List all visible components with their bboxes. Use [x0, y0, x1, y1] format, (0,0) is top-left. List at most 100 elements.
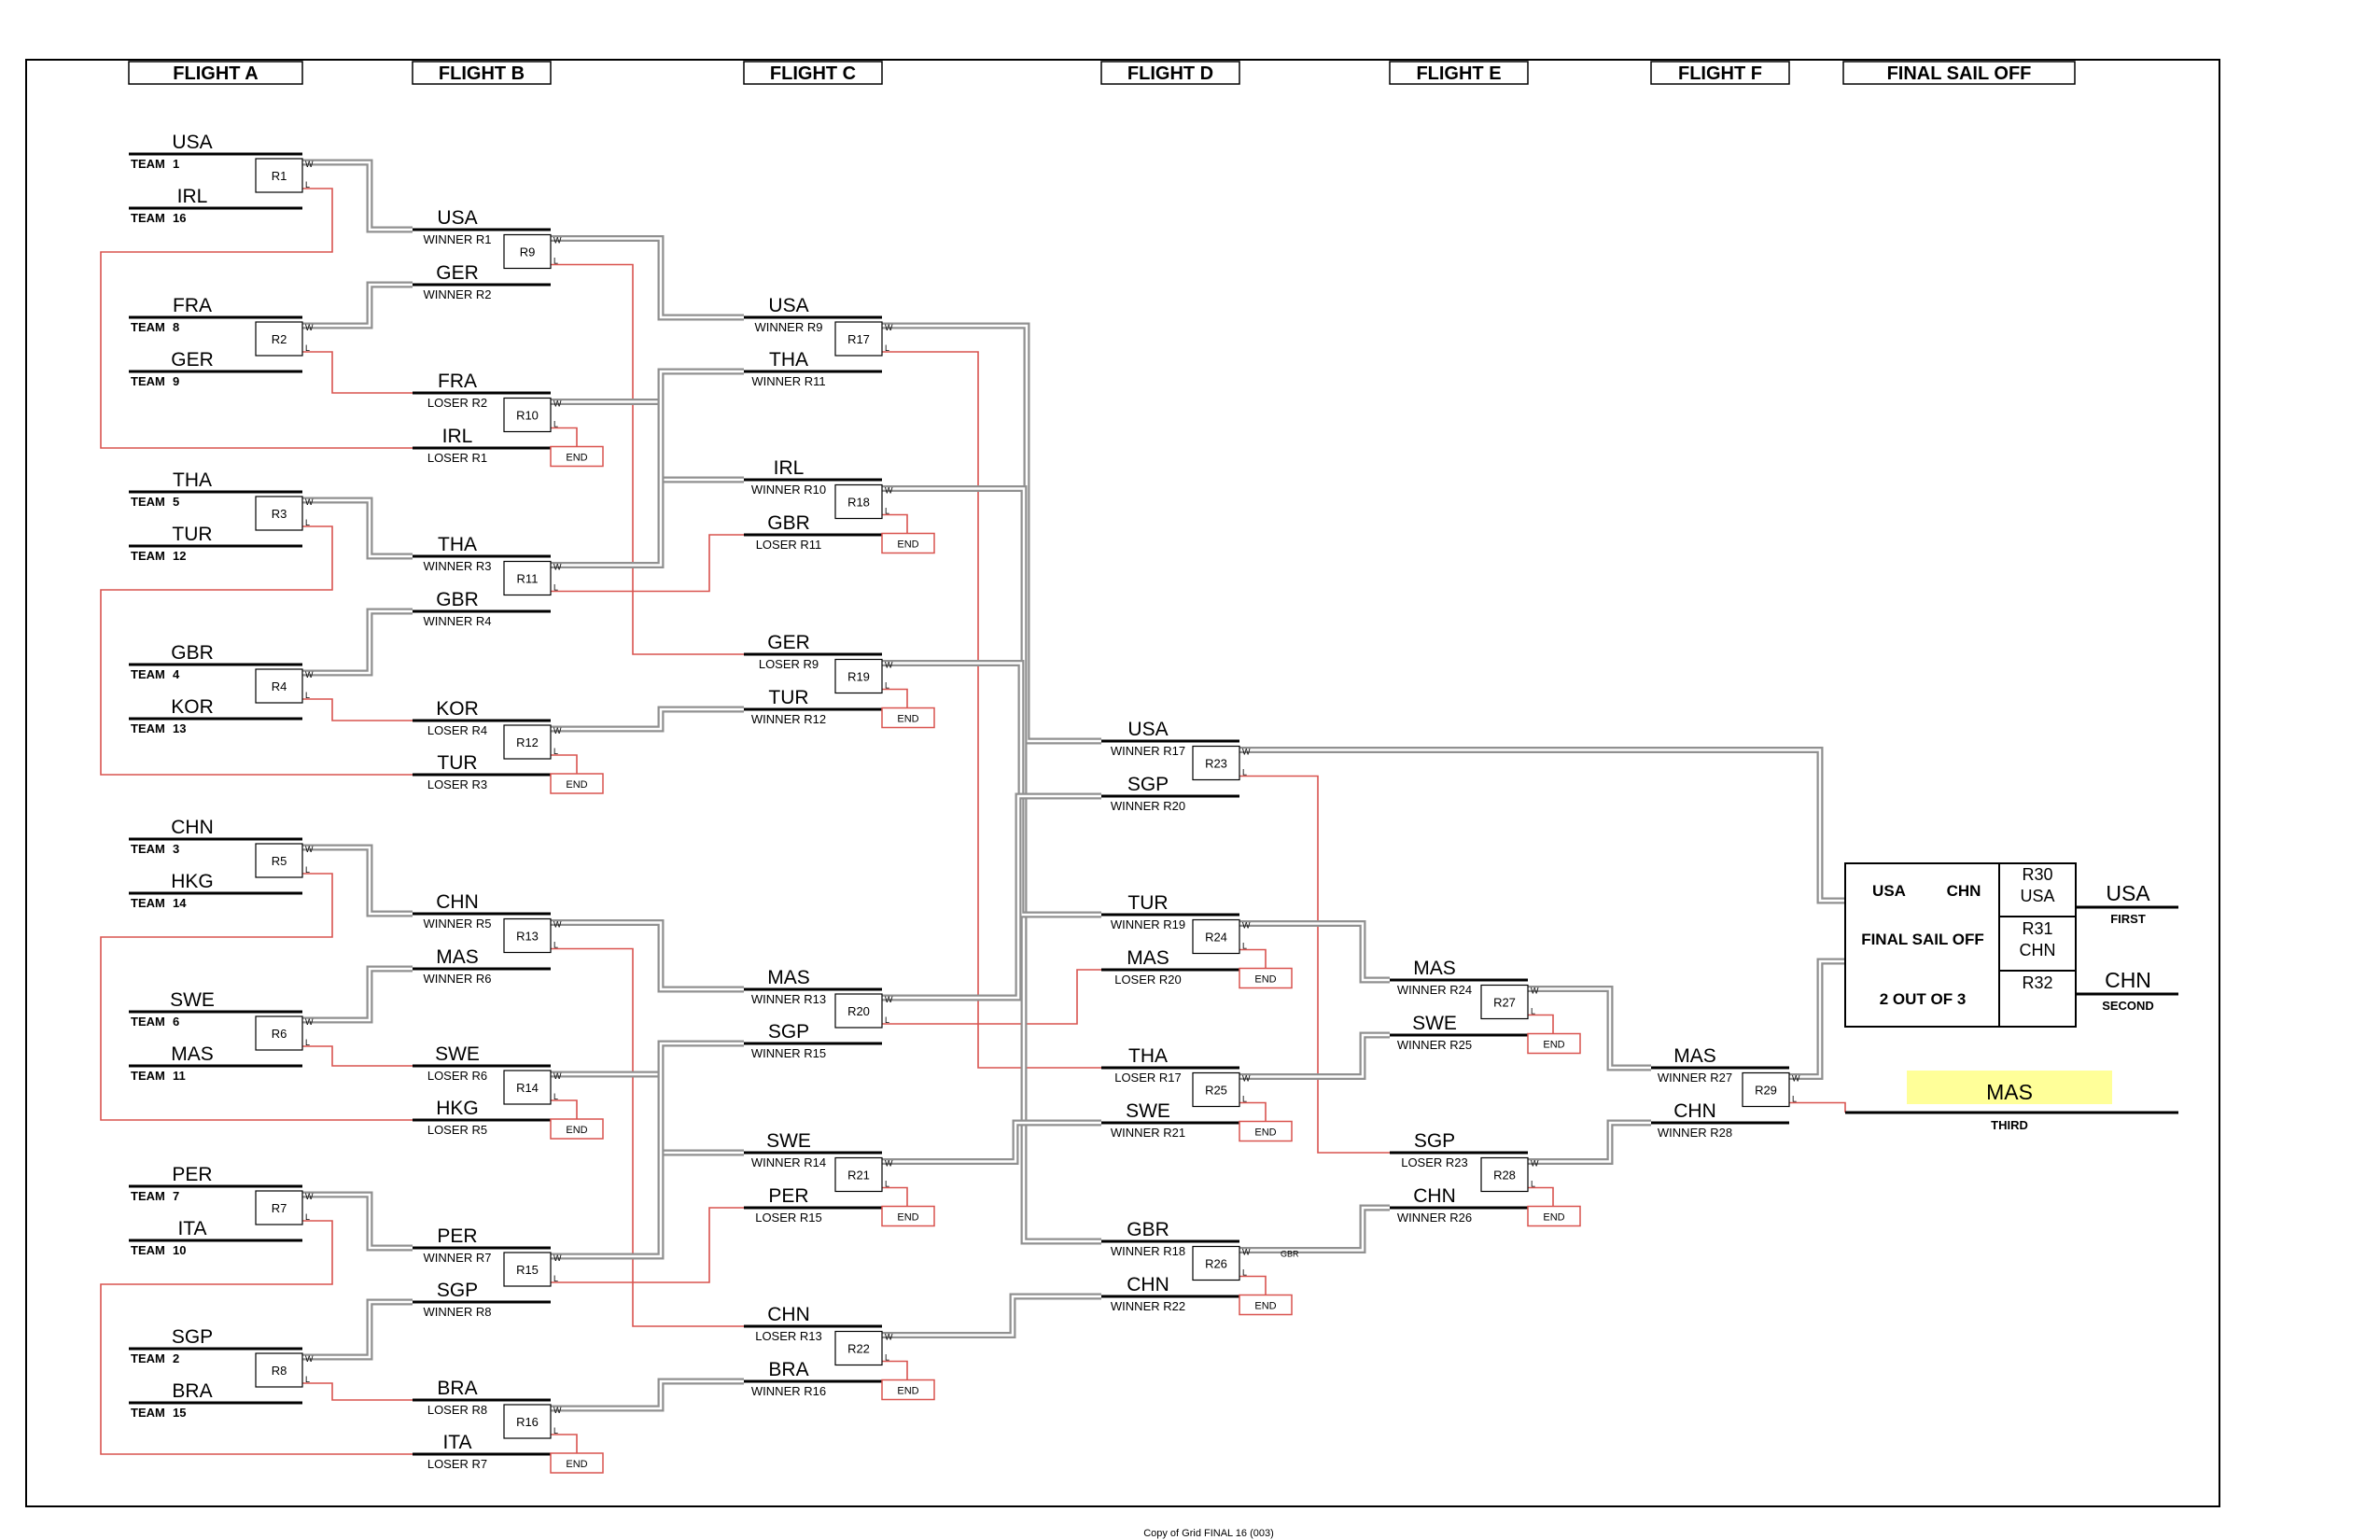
- team-tag: TEAM: [131, 1406, 165, 1420]
- loser-marker: L: [1242, 768, 1247, 777]
- team-name: ITA: [442, 1432, 471, 1453]
- team-name: KOR: [171, 696, 214, 718]
- team-number: 8: [173, 320, 179, 334]
- slot-source: WINNER R24: [1397, 983, 1472, 997]
- team-name: KOR: [436, 698, 479, 720]
- first-place-name: USA: [2106, 881, 2150, 905]
- winner-path: [1528, 986, 1651, 1071]
- loser-path: [1528, 1186, 1554, 1207]
- end-label: END: [566, 779, 587, 791]
- loser-path: [551, 534, 744, 593]
- team-number: 9: [173, 374, 179, 388]
- team-number: 12: [173, 549, 186, 563]
- winner-marker: W: [1242, 1248, 1251, 1257]
- winner-path: [1239, 1204, 1390, 1253]
- team-name: FRA: [438, 371, 477, 392]
- team-name: PER: [768, 1185, 808, 1207]
- race-label: R26: [1205, 1257, 1227, 1271]
- loser-path: [882, 513, 908, 534]
- end-label: END: [1254, 974, 1276, 986]
- team-name: MAS: [436, 946, 479, 968]
- team-number: 11: [173, 1069, 186, 1083]
- team-name: MAS: [767, 967, 810, 988]
- team-number: 6: [173, 1015, 179, 1029]
- slot-source: WINNER R6: [424, 972, 492, 986]
- team-name: USA: [768, 295, 808, 316]
- winner-path: [882, 485, 1101, 1245]
- team-name: SGP: [172, 1326, 213, 1348]
- team-tag: TEAM: [131, 320, 165, 334]
- team-number: 4: [173, 667, 180, 681]
- slot-source: LOSER R15: [755, 1211, 822, 1225]
- winner-path: [1239, 920, 1390, 984]
- winner-marker: W: [1242, 921, 1251, 931]
- team-name: GER: [171, 349, 214, 371]
- loser-marker: L: [553, 941, 558, 950]
- loser-marker: L: [553, 583, 558, 593]
- loser-path: [1239, 948, 1267, 969]
- team-name: SWE: [435, 1043, 480, 1065]
- slot-source: LOSER R7: [427, 1457, 487, 1471]
- race-label: R27: [1493, 996, 1516, 1010]
- loser-marker: L: [305, 343, 310, 353]
- loser-marker: L: [1531, 1007, 1535, 1016]
- winner-path: [1239, 1031, 1390, 1080]
- loser-path: [1239, 1101, 1267, 1122]
- slot-source: WINNER R10: [751, 483, 826, 497]
- loser-marker: L: [553, 420, 558, 429]
- winner-marker: W: [553, 1406, 562, 1415]
- end-label: END: [897, 714, 918, 725]
- loser-path: [882, 688, 908, 708]
- header-flight-a: FLIGHT A: [173, 63, 258, 84]
- loser-path: [551, 427, 578, 447]
- loser-marker: L: [305, 180, 310, 189]
- end-label: END: [566, 1125, 587, 1136]
- winner-marker: W: [305, 1192, 314, 1201]
- winner-path: [302, 497, 413, 560]
- loser-path: [551, 1434, 578, 1453]
- end-label: END: [566, 1459, 587, 1470]
- team-name: SWE: [766, 1130, 811, 1152]
- end-box: END: [881, 532, 935, 554]
- loser-marker: L: [553, 747, 558, 756]
- team-number: 5: [173, 495, 179, 509]
- team-name: CHN: [1127, 1274, 1169, 1295]
- team-name: ITA: [177, 1218, 206, 1239]
- header-final-sail-off: FINAL SAIL OFF: [1887, 63, 2032, 84]
- race-label: R10: [516, 409, 539, 423]
- race-label: R25: [1205, 1084, 1227, 1098]
- r26-winner-note: GBR: [1281, 1250, 1299, 1259]
- winner-path: [551, 1378, 744, 1412]
- slot-source: WINNER R28: [1658, 1126, 1732, 1140]
- third-place-label: THIRD: [1991, 1118, 2028, 1132]
- team-name: MAS: [1127, 947, 1169, 969]
- slot-source: WINNER R14: [751, 1155, 826, 1169]
- winner-path: [302, 965, 413, 1024]
- team-name: PER: [437, 1225, 477, 1247]
- team-name: SGP: [1414, 1130, 1455, 1152]
- slot-source: WINNER R19: [1111, 917, 1185, 931]
- winner-marker: W: [1242, 1074, 1251, 1084]
